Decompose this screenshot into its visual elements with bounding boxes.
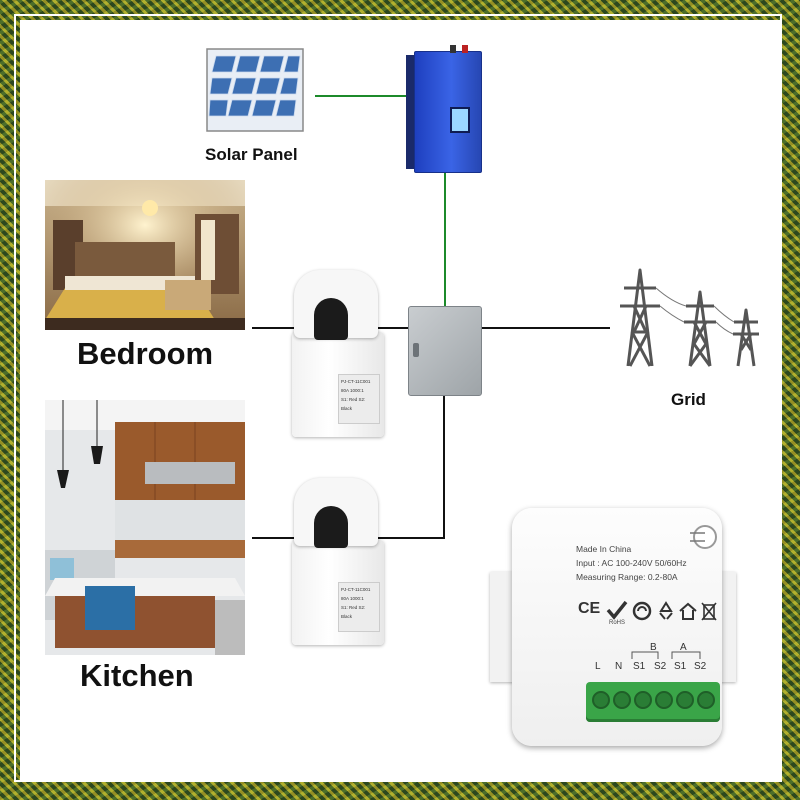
meter-input-spec: Input : AC 100-240V 50/60Hz — [576, 558, 687, 568]
terminal-screw[interactable] — [613, 691, 631, 709]
solar-panel-icon — [206, 48, 304, 132]
terminal-label-l: L — [595, 661, 601, 672]
terminal-group-b: B — [650, 642, 657, 653]
ct-wiring: S1: Red S2: Black — [341, 397, 366, 411]
wire-solar-inverter — [315, 95, 410, 97]
distribution-box — [408, 306, 482, 396]
power-tower-icon — [620, 268, 759, 367]
ct-clamp-kitchen: PJ-CT-11C001 80A 1000:1 S1: Red S2: Blac… — [292, 470, 384, 645]
terminal-screw[interactable] — [697, 691, 715, 709]
ct-wiring: S1: Red S2: Black — [341, 605, 366, 619]
terminal-screw[interactable] — [592, 691, 610, 709]
terminal-label-s1-a: S1 — [674, 661, 687, 672]
ct-opening — [314, 298, 348, 340]
ct-label-sticker: PJ-CT-11C001 80A 1000:1 S1: Red S2: Blac… — [338, 582, 380, 632]
meter-button-icon — [690, 525, 717, 549]
terminal-screw[interactable] — [655, 691, 673, 709]
meter-mount-tab-left — [490, 572, 514, 682]
terminal-label-s1-b: S1 — [633, 661, 646, 672]
meter-made-in: Made In China — [576, 544, 632, 554]
house-icon — [679, 602, 697, 620]
inverter-terminal — [450, 45, 456, 53]
terminal-group-a: A — [680, 642, 687, 653]
inverter-terminal — [462, 45, 468, 53]
ct-label-sticker: PJ-CT-11C001 80A 1000:1 S1: Red S2: Blac… — [338, 374, 380, 424]
wire-box-grid — [480, 327, 610, 329]
inner-frame — [14, 14, 782, 782]
kitchen-photo — [45, 400, 245, 655]
terminal-group-brackets — [631, 651, 701, 659]
terminal-label-s2-b: S2 — [654, 661, 667, 672]
terminal-screw[interactable] — [634, 691, 652, 709]
terminal-screw[interactable] — [676, 691, 694, 709]
checkmark-icon — [606, 600, 628, 620]
recycle-icon — [659, 601, 673, 620]
weee-bin-icon — [701, 602, 717, 621]
terminal-label-s2-a: S2 — [694, 661, 707, 672]
inverter-body — [414, 51, 482, 173]
rohs-label: RoHS — [609, 620, 626, 626]
meter-range-spec: Measuring Range: 0.2-80A — [576, 572, 678, 582]
ct-rating: 80A 1000:1 — [341, 596, 364, 601]
inverter-side — [406, 55, 416, 169]
bedroom-label: Bedroom — [77, 336, 214, 371]
ct-model: PJ-CT-11C001 — [341, 379, 371, 384]
solar-panel-label: Solar Panel — [205, 145, 298, 164]
inverter-screen — [450, 107, 470, 133]
box-latch — [413, 343, 419, 357]
bedroom-photo — [45, 180, 245, 330]
terminal-label-n: N — [615, 661, 623, 672]
grid-label: Grid — [671, 390, 706, 409]
kitchen-label: Kitchen — [80, 658, 194, 693]
ct-rating: 80A 1000:1 — [341, 388, 364, 393]
recycle-circle-icon — [632, 601, 652, 621]
wire-box-down — [443, 394, 445, 539]
ct-opening — [314, 506, 348, 548]
ct-clamp-bedroom: PJ-CT-11C001 80A 1000:1 S1: Red S2: Blac… — [292, 262, 384, 437]
wire-inverter-box — [444, 172, 446, 306]
ct-model: PJ-CT-11C001 — [341, 587, 371, 592]
inverter — [406, 45, 484, 173]
terminal-block — [586, 682, 720, 722]
ce-mark-icon: CE — [578, 600, 601, 617]
